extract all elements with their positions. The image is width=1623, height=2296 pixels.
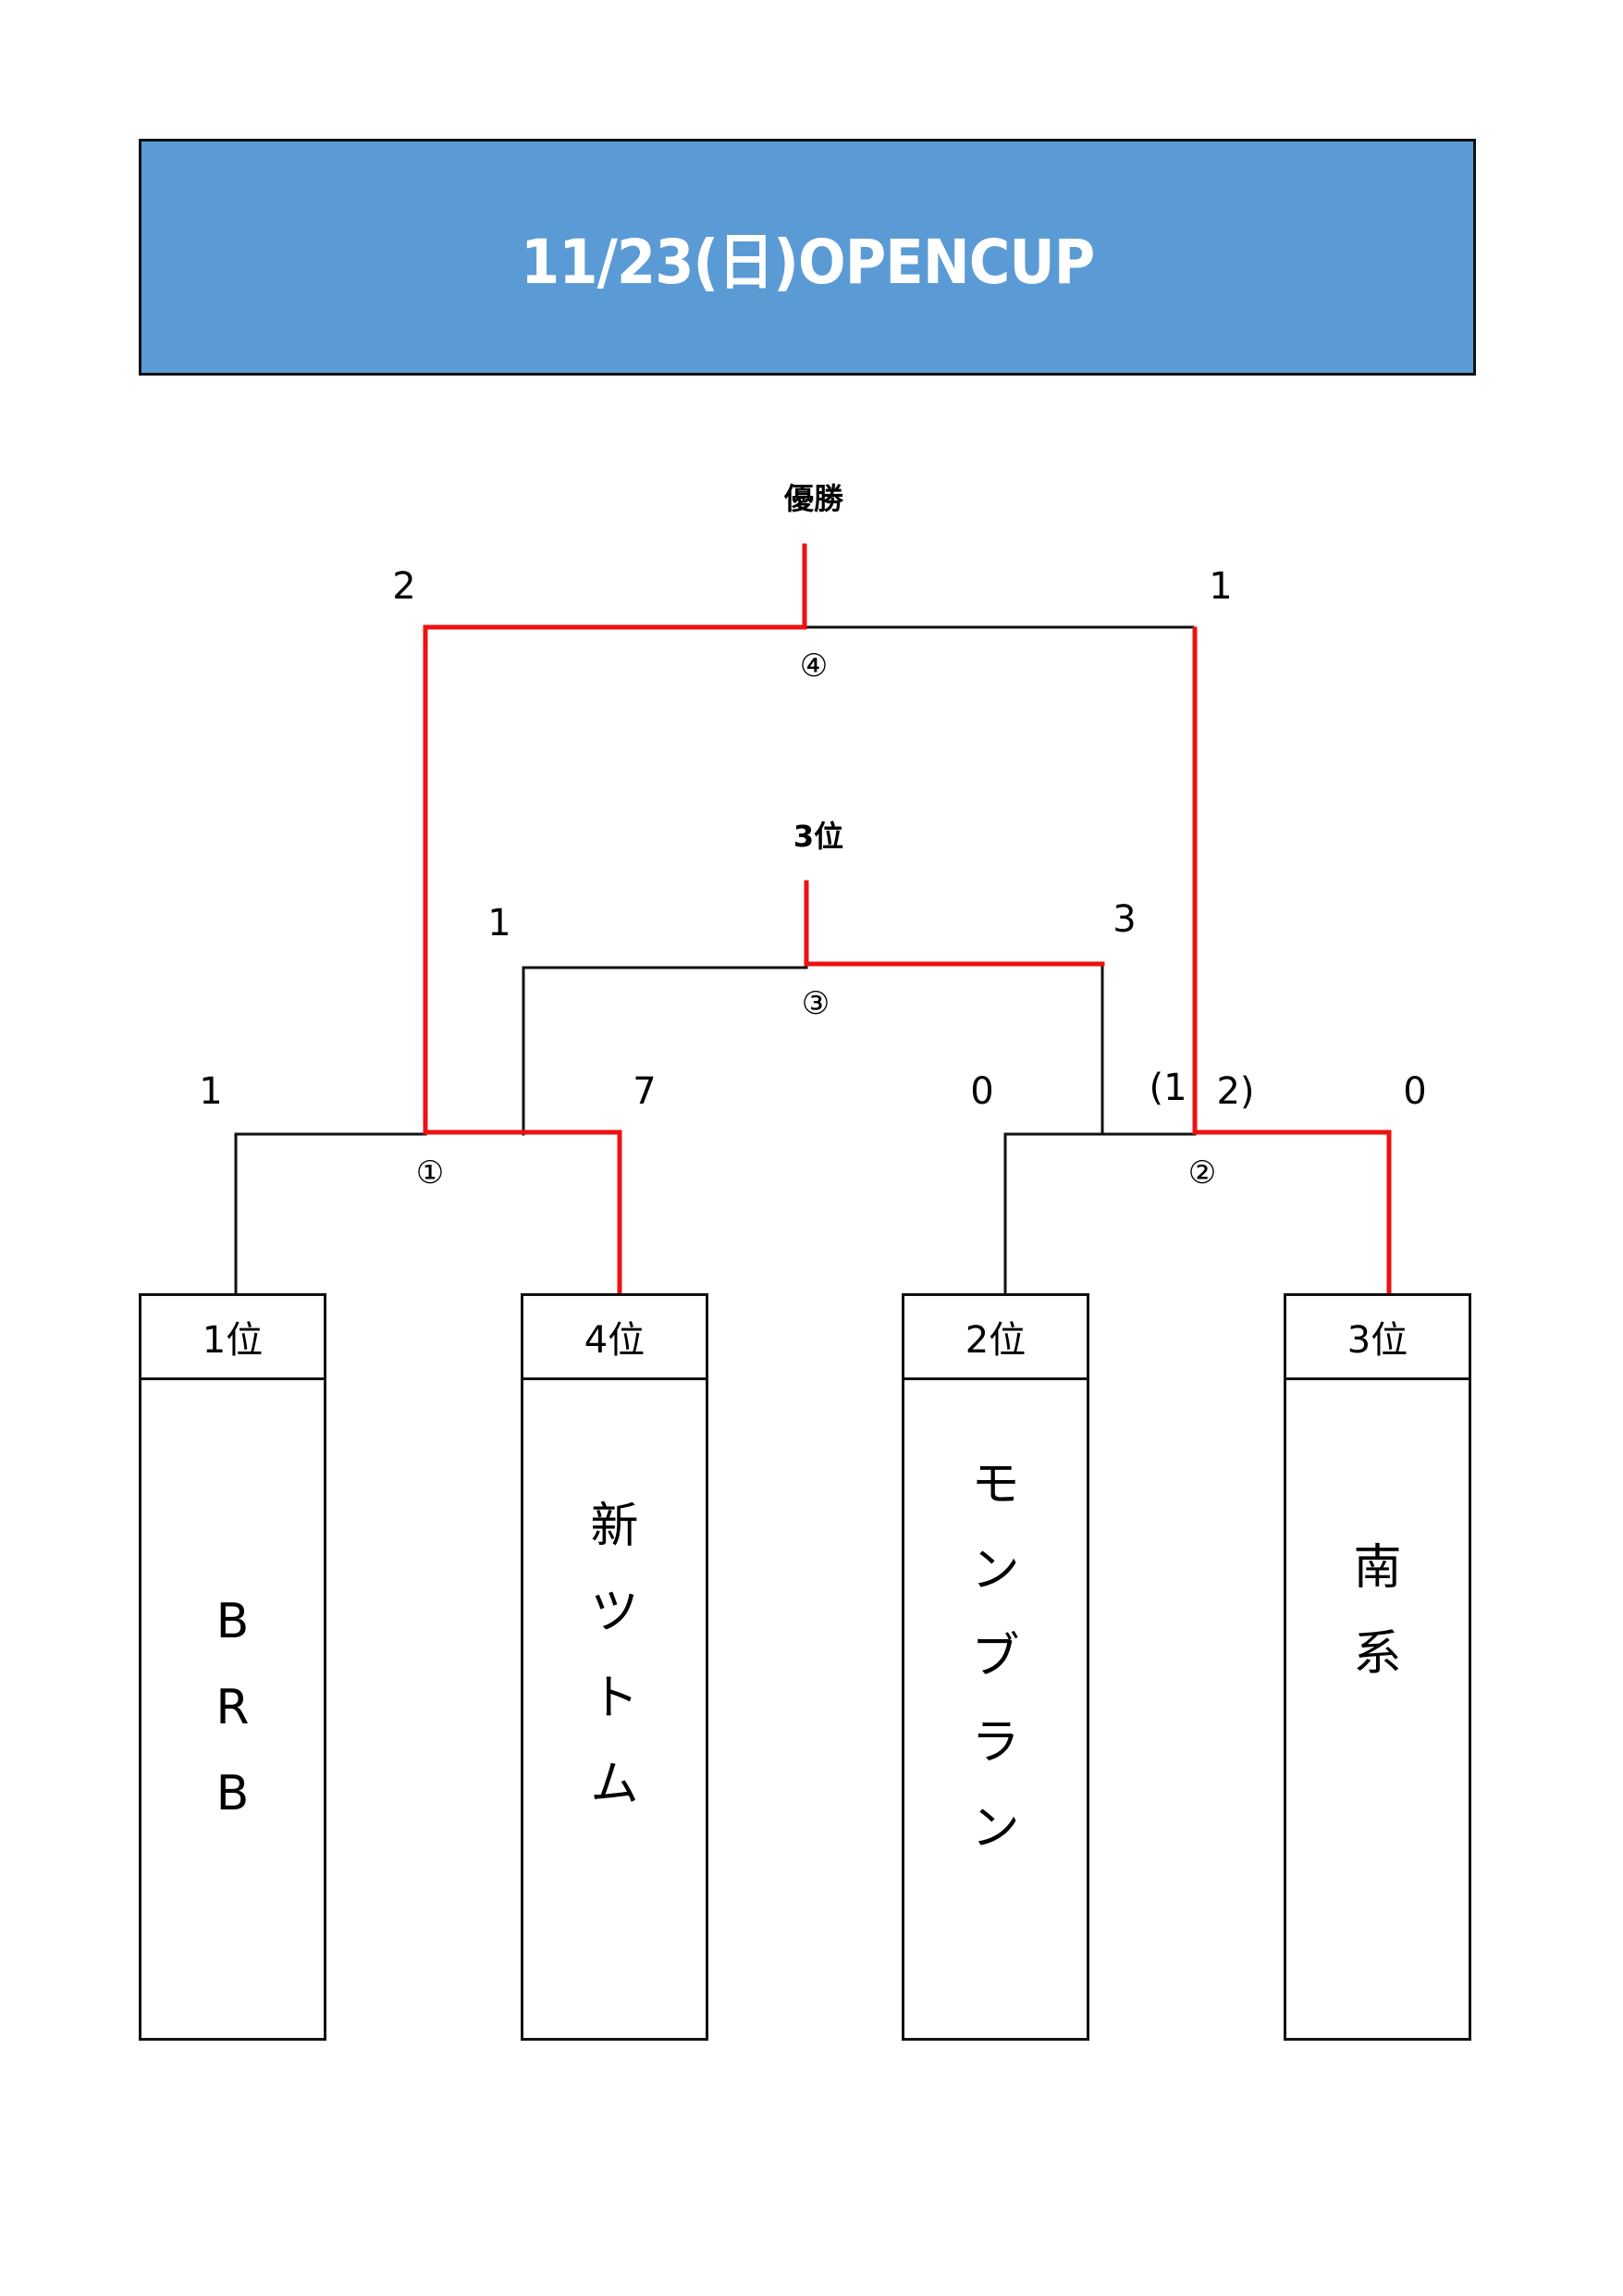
team-name-char: ラ bbox=[971, 1715, 1020, 1771]
semi2-left-score: 0 bbox=[970, 1070, 994, 1113]
team-name-char: ブ bbox=[971, 1629, 1020, 1685]
team-box-minamikei: 3位 南 系 bbox=[1284, 1293, 1471, 2041]
team-name-char: 南 bbox=[1353, 1540, 1402, 1596]
semi2-match-number: ② bbox=[1187, 1154, 1217, 1191]
semi1-left-score: 1 bbox=[199, 1070, 223, 1113]
team-name-montblanc: モ ン ブ ラ ン bbox=[904, 1377, 1087, 2038]
team-name-char: B bbox=[215, 1593, 250, 1649]
team-name-char: 新 bbox=[590, 1499, 639, 1554]
third-right-score: 3 bbox=[1113, 898, 1137, 941]
semi1-right-score: 7 bbox=[633, 1070, 657, 1113]
team-box-brb: 1位 B R B bbox=[139, 1293, 326, 2041]
semi1-left-arm bbox=[234, 1132, 427, 1297]
team-seed: 1位 bbox=[141, 1296, 324, 1380]
final-right-score: 1 bbox=[1209, 565, 1233, 608]
final-title: 優勝 bbox=[783, 481, 844, 516]
team-box-montblanc: 2位 モ ン ブ ラ ン bbox=[902, 1293, 1089, 2041]
semi2-score-part-left: (1 bbox=[1149, 1067, 1187, 1109]
team-seed: 3位 bbox=[1286, 1296, 1469, 1380]
team-name-char: ツ bbox=[590, 1585, 639, 1640]
semi2-far-right-score: 0 bbox=[1403, 1070, 1427, 1113]
semi1-winner-path bbox=[423, 1129, 622, 1298]
team-name-char: 系 bbox=[1353, 1626, 1402, 1682]
semi2-left-arm bbox=[1003, 1132, 1197, 1297]
team-name-char: ト bbox=[590, 1671, 639, 1726]
final-right-winner-drop bbox=[1192, 626, 1392, 1298]
team-seed: 4位 bbox=[523, 1296, 706, 1380]
final-match-number: ④ bbox=[799, 648, 829, 685]
third-left-score: 1 bbox=[487, 902, 511, 944]
third-left-arm bbox=[522, 966, 808, 1136]
team-name-char: B bbox=[215, 1765, 250, 1821]
team-seed: 2位 bbox=[904, 1296, 1087, 1380]
semi2-score-part-right: 2) bbox=[1216, 1070, 1255, 1113]
team-name-char: ン bbox=[971, 1543, 1020, 1599]
semi1-match-number: ① bbox=[415, 1154, 445, 1191]
third-winner-path bbox=[804, 880, 1105, 967]
final-left-score: 2 bbox=[392, 565, 416, 608]
team-name-char: R bbox=[215, 1679, 250, 1735]
title-banner: 11/23(日)OPENCUP bbox=[139, 139, 1476, 376]
third-place-title: 3位 bbox=[793, 819, 844, 854]
team-name-char: ム bbox=[590, 1757, 639, 1812]
third-match-number: ③ bbox=[801, 985, 830, 1022]
team-box-shin-tsutomu: 4位 新 ツ ト ム bbox=[521, 1293, 708, 2041]
team-name-shin-tsutomu: 新 ツ ト ム bbox=[523, 1377, 706, 2038]
team-name-char: ン bbox=[971, 1801, 1020, 1857]
final-winner-path bbox=[423, 543, 807, 1135]
page-title: 11/23(日)OPENCUP bbox=[520, 227, 1095, 298]
team-name-minamikei: 南 系 bbox=[1286, 1377, 1469, 2038]
team-name-char: モ bbox=[971, 1457, 1020, 1512]
team-name-brb: B R B bbox=[141, 1377, 324, 2038]
